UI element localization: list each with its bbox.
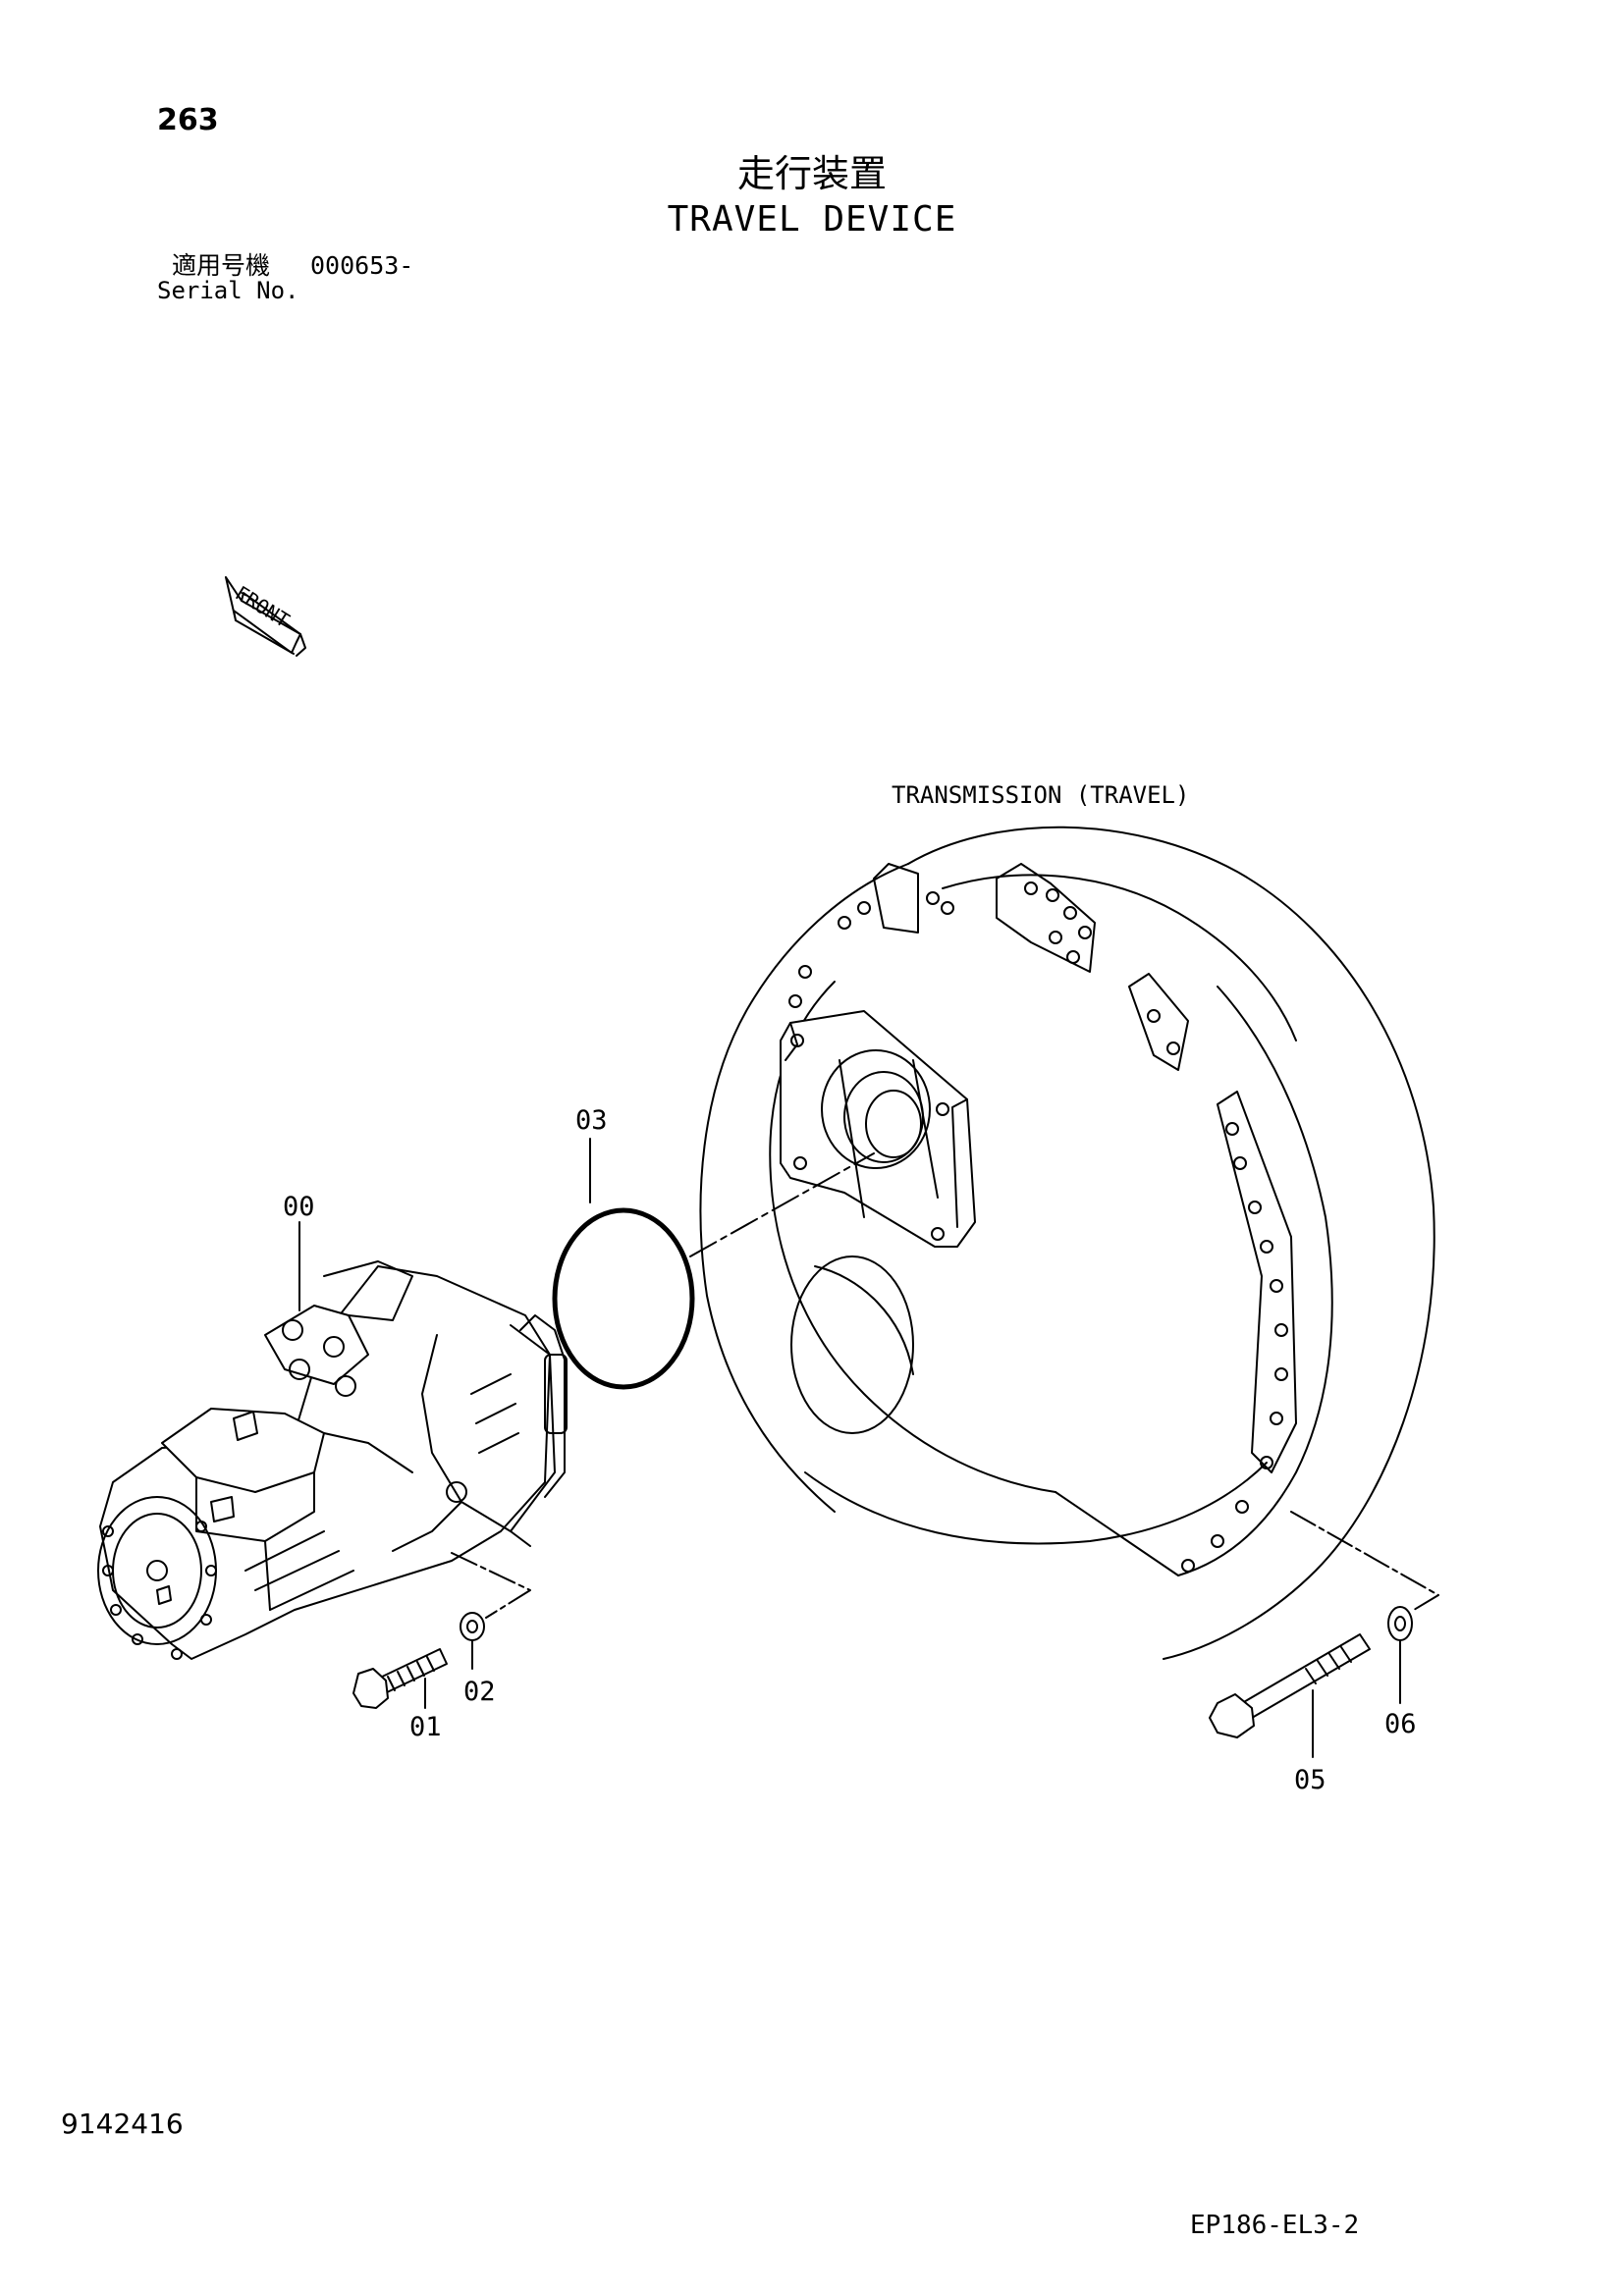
leader-03-to-flange [689, 1152, 875, 1257]
transmission-label: TRANSMISSION (TRAVEL) [892, 781, 1189, 809]
page-number: 263 [157, 103, 219, 137]
figure-id: EP186-EL3-2 [1190, 2211, 1360, 2240]
serial-value: 000653- [310, 251, 414, 280]
callout-02: 02 [463, 1677, 496, 1707]
callout-01: 01 [409, 1712, 442, 1742]
title-japanese: 走行装置 [736, 152, 887, 195]
washer-06 [1387, 1606, 1413, 1641]
transmission-housing [699, 826, 1435, 1660]
serial-label-english: Serial No. [157, 277, 299, 304]
o-ring [552, 1207, 695, 1390]
front-arrow-icon: FRONT [225, 576, 306, 657]
title-english: TRAVEL DEVICE [667, 199, 957, 240]
washer-02 [460, 1612, 485, 1641]
bolt-05 [1209, 1633, 1371, 1738]
bolt-01 [352, 1648, 448, 1709]
serial-label-japanese: 適用号機 [172, 251, 271, 280]
callout-06: 06 [1384, 1709, 1417, 1739]
callout-00: 00 [283, 1192, 315, 1222]
document-id: 9142416 [61, 2108, 184, 2140]
leader-01-02 [451, 1530, 531, 1619]
callout-05: 05 [1294, 1765, 1326, 1795]
flange-bolt-holes [788, 881, 1288, 1573]
leader-05-06-dash [1290, 1511, 1439, 1611]
travel-motor [97, 1260, 568, 1660]
callout-03: 03 [575, 1105, 608, 1136]
